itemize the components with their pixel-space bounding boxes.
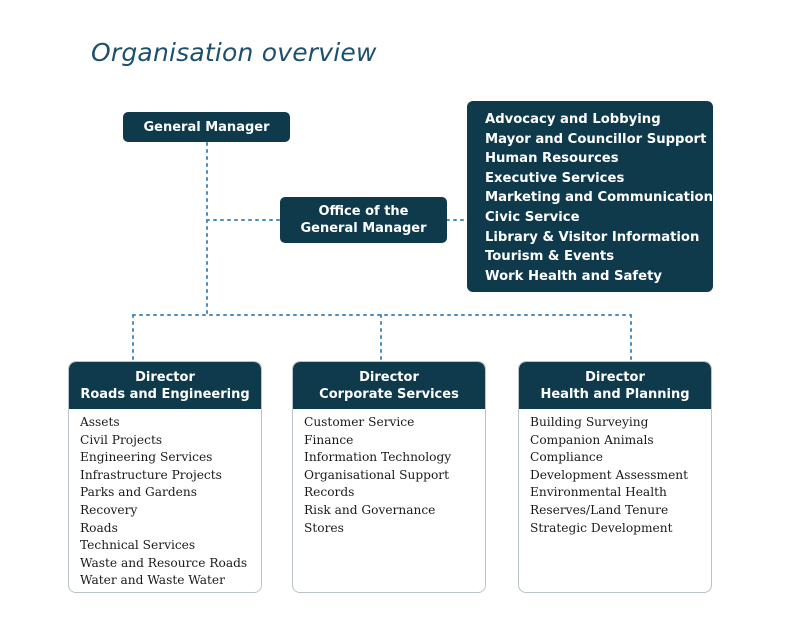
list-item: Engineering Services: [80, 450, 213, 465]
roads-engineering-list: Assets Civil Projects Engineering Servic…: [69, 409, 261, 590]
list-item: Records: [304, 485, 355, 500]
office-of-gm-line2: General Manager: [300, 221, 427, 236]
director-roads-engineering-header: Director Roads and Engineering: [69, 362, 261, 409]
list-item: Reserves/Land Tenure: [530, 502, 669, 517]
list-item: Technical Services: [80, 538, 196, 553]
list-item: Compliance: [530, 450, 603, 465]
list-item: Organisational Support: [304, 467, 450, 482]
director-roads-engineering-card: Director Roads and Engineering Assets Ci…: [68, 361, 262, 593]
list-item: Development Assessment: [530, 467, 689, 482]
list-item: Assets: [80, 415, 120, 429]
function-item: Marketing and Communications: [485, 190, 721, 206]
director-division: Health and Planning: [540, 386, 690, 402]
director-health-planning-header: Director Health and Planning: [519, 362, 711, 409]
director-title: Director: [585, 369, 645, 385]
director-title: Director: [135, 369, 195, 385]
office-functions-box: Advocacy and Lobbying Mayor and Councill…: [467, 101, 721, 292]
general-manager-box: General Manager: [123, 112, 290, 142]
function-item: Mayor and Councillor Support: [485, 131, 707, 147]
director-division: Roads and Engineering: [80, 386, 250, 402]
director-division: Corporate Services: [319, 386, 459, 402]
list-item: Waste and Resource Roads: [80, 555, 248, 570]
page-title: Organisation overview: [91, 38, 377, 67]
director-corporate-services-card: Director Corporate Services Customer Ser…: [292, 361, 486, 593]
list-item: Environmental Health: [530, 485, 667, 500]
corporate-services-list: Customer Service Finance Information Tec…: [293, 409, 485, 537]
list-item: Parks and Gardens: [80, 485, 197, 500]
list-item: Information Technology: [304, 450, 452, 465]
list-item: Recovery: [80, 502, 138, 517]
office-of-general-manager-box: Office of the General Manager: [280, 197, 447, 243]
list-item: Customer Service: [304, 415, 415, 429]
list-item: Building Surveying: [530, 415, 649, 429]
list-item: Risk and Governance: [304, 502, 436, 517]
list-item: Companion Animals: [530, 432, 654, 447]
director-corporate-services-header: Director Corporate Services: [293, 362, 485, 409]
general-manager-label: General Manager: [143, 119, 270, 135]
director-title: Director: [359, 369, 419, 385]
list-item: Finance: [304, 432, 354, 447]
office-functions-list: Advocacy and Lobbying Mayor and Councill…: [485, 110, 721, 286]
function-item: Tourism & Events: [485, 249, 615, 265]
function-item: Human Resources: [485, 151, 619, 167]
function-item: Executive Services: [485, 170, 625, 186]
list-item: Civil Projects: [80, 432, 163, 447]
function-item: Advocacy and Lobbying: [485, 112, 661, 127]
director-health-planning-card: Director Health and Planning Building Su…: [518, 361, 712, 593]
function-item: Civic Service: [485, 209, 580, 225]
list-item: Strategic Development: [530, 520, 673, 535]
function-item: Library & Visitor Information: [485, 229, 700, 245]
list-item: Roads: [80, 520, 118, 535]
health-planning-list: Building Surveying Companion Animals Com…: [519, 409, 711, 537]
function-item: Work Health and Safety: [485, 268, 662, 284]
office-of-gm-line1: Office of the: [318, 204, 409, 219]
list-item: Water and Waste Water: [80, 573, 225, 588]
list-item: Stores: [304, 520, 344, 535]
list-item: Infrastructure Projects: [80, 467, 222, 482]
